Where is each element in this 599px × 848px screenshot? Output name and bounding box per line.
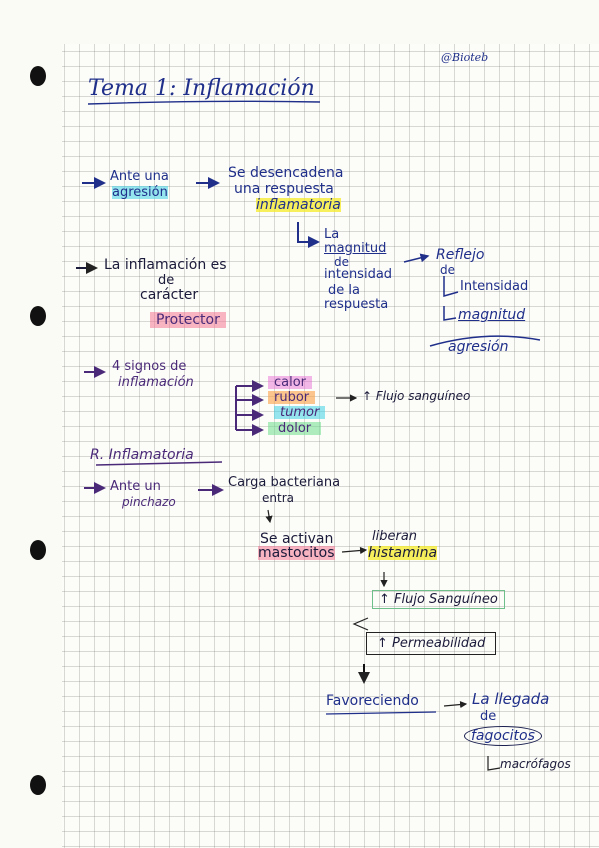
s1-left-line2: agresión bbox=[112, 185, 168, 200]
s4-heading: R. Inflamatoria bbox=[90, 447, 194, 463]
s4-permeabilidad-box: ↑ Permeabilidad bbox=[366, 632, 497, 655]
s2-highlight-protector: Protector bbox=[150, 312, 226, 328]
s1-reflejo-item-intensidad: Intensidad bbox=[460, 279, 529, 294]
s1-mid-line3: inflamatoria bbox=[256, 197, 341, 213]
binder-hole bbox=[30, 775, 46, 795]
s1-reflejo-line1: Reflejo bbox=[436, 247, 485, 263]
s3-line1: 4 signos de bbox=[112, 359, 187, 374]
s4-macrofagos: macrófagos bbox=[500, 757, 571, 771]
s4-arrival-line1: La llegada bbox=[472, 690, 550, 708]
s2-line3: carácter bbox=[140, 287, 199, 303]
s1-sub-line2: magnitud bbox=[324, 241, 387, 256]
s2-line2: de bbox=[158, 273, 175, 288]
page-title: Tema 1: Inflamación bbox=[88, 76, 315, 101]
s4-fagocitos: fagocitos bbox=[464, 726, 542, 746]
s4-left-line2: pinchazo bbox=[122, 495, 176, 509]
s4-activate-line2: mastocitos bbox=[258, 545, 335, 561]
s1-sub-line6: respuesta bbox=[324, 297, 389, 312]
binder-hole bbox=[30, 306, 46, 326]
s4-release-line2: histamina bbox=[368, 545, 438, 561]
s3-sign-rubor: rubor bbox=[268, 391, 316, 404]
s4-favoreciendo: Favoreciendo bbox=[326, 693, 419, 709]
s2-line1: La inflamación es bbox=[104, 257, 227, 273]
s1-reflejo-item-agresion: agresión bbox=[448, 339, 509, 355]
s4-mid-line2: entra bbox=[262, 491, 294, 505]
brand-tag: @Bioteb bbox=[441, 51, 489, 64]
s4-mid-line1: Carga bacteriana bbox=[228, 475, 341, 490]
s1-reflejo-item-magnitud: magnitud bbox=[458, 307, 526, 323]
s4-activate-line1: Se activan bbox=[260, 531, 334, 547]
top-margin bbox=[0, 0, 599, 44]
s1-sub-line4: intensidad bbox=[324, 267, 393, 282]
s3-sign-calor: calor bbox=[268, 376, 313, 389]
s1-sub-line3: de bbox=[334, 255, 349, 269]
s1-left-line1: Ante una bbox=[110, 169, 169, 184]
s1-mid-line2: una respuesta bbox=[234, 181, 334, 197]
s1-sub-line1: La bbox=[324, 227, 340, 242]
s1-mid-line1: Se desencadena bbox=[228, 165, 344, 181]
s3-sign-dolor: dolor bbox=[268, 422, 322, 435]
s3-line2: inflamación bbox=[118, 375, 194, 390]
s3-sign-tumor: tumor bbox=[274, 406, 326, 419]
s1-sub-line5: de la bbox=[328, 283, 360, 298]
s4-release-line1: liberan bbox=[372, 529, 418, 544]
s4-left-line1: Ante un bbox=[110, 479, 161, 494]
binder-hole bbox=[30, 66, 46, 86]
s4-arrival-line2: de bbox=[480, 709, 497, 724]
s3-result: ↑ Flujo sanguíneo bbox=[362, 389, 471, 403]
s1-reflejo-line2: de bbox=[440, 263, 455, 277]
binder-hole bbox=[30, 540, 46, 560]
s4-flujo-box: ↑ Flujo Sanguíneo bbox=[372, 590, 505, 609]
left-margin bbox=[0, 0, 62, 848]
